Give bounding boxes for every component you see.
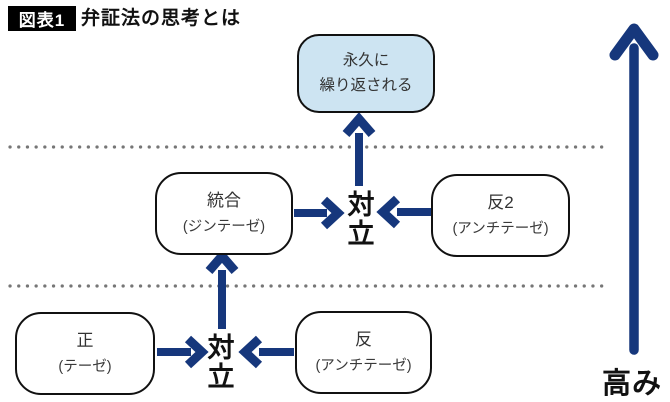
node-antithesis: 反 (アンチテーゼ)	[295, 311, 432, 394]
height-label: 高み	[602, 368, 663, 400]
node-eternal-line2: 繰り返される	[319, 76, 413, 94]
node-eternal-repeat: 永久に 繰り返される	[297, 34, 435, 113]
node-antithesis-title: 反	[355, 329, 372, 349]
arrow-antithesis2-to-conflict-icon	[376, 195, 431, 229]
node-antithesis-subtitle: (アンチテーゼ)	[315, 357, 412, 374]
node-synthesis-subtitle: (ジンテーゼ)	[182, 218, 266, 235]
node-eternal-line1: 永久に	[342, 52, 390, 70]
arrow-ascent-icon	[609, 23, 659, 355]
arrow-antithesis-to-conflict-icon	[238, 335, 294, 369]
node-thesis-subtitle: (テーゼ)	[58, 358, 112, 375]
arrow-synthesis-to-conflict-icon	[294, 196, 345, 230]
arrow-conflict-to-eternal-icon	[342, 112, 376, 186]
node-thesis-title: 正	[76, 330, 94, 350]
arrow-conflict-to-synthesis-icon	[205, 249, 239, 329]
figure-number-chip: 図表1	[8, 6, 76, 31]
node-synthesis: 統合 (ジンテーゼ)	[155, 172, 293, 255]
node-antithesis2-subtitle: (アンチテーゼ)	[452, 220, 549, 237]
node-synthesis-title: 統合	[207, 190, 241, 210]
node-antithesis2-title: 反2	[487, 192, 514, 212]
conflict-label-bottom: 対立	[203, 333, 234, 391]
conflict-label-top: 対立	[343, 190, 374, 248]
node-antithesis2: 反2 (アンチテーゼ)	[431, 174, 570, 257]
arrow-thesis-to-conflict-icon	[157, 335, 209, 369]
diagram-title: 弁証法の思考とは	[81, 8, 242, 29]
node-thesis: 正 (テーゼ)	[15, 312, 155, 395]
